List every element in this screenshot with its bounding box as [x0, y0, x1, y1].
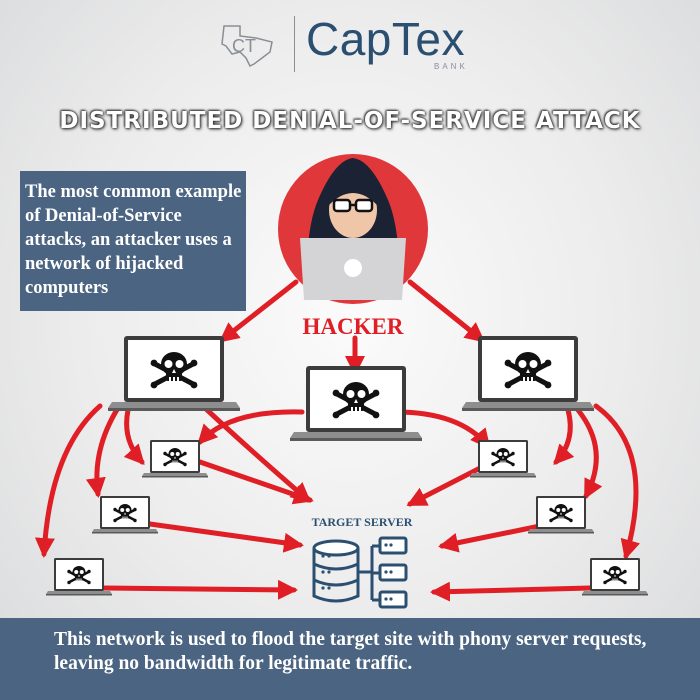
description-box: The most common example of Denial-of-Ser… [20, 171, 246, 311]
footer-bar: This network is used to flood the target… [0, 618, 700, 700]
logo-divider [294, 16, 295, 72]
target-server-label: TARGET SERVER [312, 515, 413, 529]
captex-logo: CT CapTex BANK [218, 12, 508, 74]
bot-laptop-small [92, 496, 158, 534]
bot-laptop-small [528, 496, 594, 534]
description-text: The most common example of Denial-of-Ser… [25, 182, 242, 298]
database-server-icon [312, 536, 408, 609]
logo-mark-text: CT [232, 36, 256, 56]
bot-laptop-small [142, 440, 208, 478]
footer-text: This network is used to flood the target… [54, 629, 647, 674]
target-server: TARGET SERVER [312, 515, 413, 609]
texas-logo-icon: CT [221, 25, 273, 68]
bot-laptop [462, 336, 594, 411]
page-title: DISTRIBUTED DENIAL-OF-SERVICE ATTACK [59, 108, 641, 134]
bot-laptop-small [470, 440, 536, 478]
bot-laptop [290, 366, 422, 441]
bot-laptop-small [46, 558, 112, 596]
bot-laptop-small [582, 558, 648, 596]
bot-laptop [108, 336, 240, 411]
attack-arrows [34, 279, 640, 602]
brand-sub: BANK [434, 62, 468, 71]
hacker-label: HACKER [303, 314, 404, 339]
brand-name: CapTex [306, 13, 465, 65]
hacker-node: HACKER [278, 154, 428, 339]
